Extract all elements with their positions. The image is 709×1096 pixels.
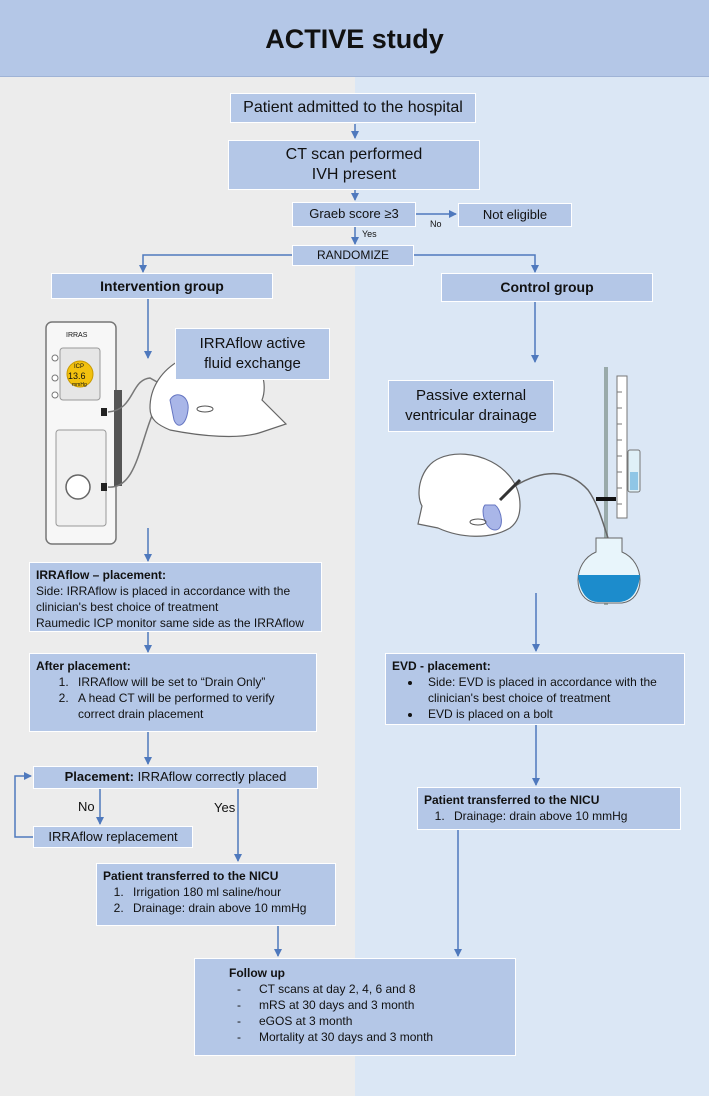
intervention-group-label: Intervention group	[100, 277, 224, 294]
follow-up-item: eGOS at 3 month	[253, 1013, 509, 1029]
after-placement-item: IRRAflow will be set to “Drain Only”	[72, 674, 310, 690]
arrow-randomize-to-intervention	[139, 254, 292, 273]
admitted-box: Patient admitted to the hospital	[230, 93, 476, 123]
evd-placement-item: Side: EVD is placed in accordance with t…	[422, 674, 678, 706]
placement-check-box: Placement: IRRAflow correctly placed	[33, 766, 318, 789]
not-eligible-no-label: No	[430, 219, 442, 229]
graeb-operator: ≥	[384, 206, 392, 222]
replacement-no-label: No	[78, 799, 95, 814]
graeb-value: 3	[391, 206, 399, 222]
nicu-left-item: Irrigation 180 ml saline/hour	[127, 884, 329, 900]
intervention-group-box: Intervention group	[51, 273, 273, 299]
evd-placement-item: EVD is placed on a bolt	[422, 706, 678, 722]
evd-placement-list: Side: EVD is placed in accordance with t…	[392, 674, 678, 722]
placement-check-bold: Placement:	[64, 769, 134, 785]
arrow-replacement-loop	[14, 772, 33, 838]
irraflow-placement-box: IRRAflow – placement: Side: IRRAflow is …	[29, 562, 322, 632]
irraflow-placement-title: IRRAflow – placement:	[36, 568, 167, 582]
placement-check-text: IRRAflow correctly placed	[133, 769, 287, 785]
ct-scan-line2: IVH present	[311, 166, 397, 183]
evd-illustration	[514, 367, 641, 605]
nicu-right-box: Patient transferred to the NICU Drainage…	[417, 787, 681, 830]
nicu-left-box: Patient transferred to the NICU Irrigati…	[96, 863, 336, 926]
follow-up-title: Follow up	[229, 966, 285, 980]
evd-placement-title: EVD - placement:	[392, 659, 491, 673]
irraflow-replacement-box: IRRAflow replacement	[33, 826, 193, 848]
irraflow-placement-side-line1: Side: IRRAflow is placed in accordance w…	[36, 584, 291, 598]
admitted-label: Patient admitted to the hospital	[243, 98, 463, 116]
arrow-randomize-to-control	[414, 254, 539, 273]
evd-placement-box: EVD - placement: Side: EVD is placed in …	[385, 653, 685, 725]
after-placement-title: After placement:	[36, 659, 131, 673]
irraflow-replacement-label: IRRAflow replacement	[48, 828, 178, 844]
nicu-left-list: Irrigation 180 ml saline/hour Drainage: …	[103, 884, 329, 916]
randomize-yes-label: Yes	[362, 229, 377, 239]
irraflow-device-illustration	[45, 321, 176, 545]
ct-scan-box: CT scan performed IVH present	[228, 140, 480, 190]
nicu-right-title: Patient transferred to the NICU	[424, 793, 600, 807]
nicu-right-item: Drainage: drain above 10 mmHg	[448, 808, 674, 824]
control-group-label: Control group	[500, 279, 594, 296]
nicu-left-item: Drainage: drain above 10 mmHg	[127, 900, 329, 916]
irraflow-exchange-box: IRRAflow active fluid exchange	[175, 328, 330, 380]
passive-drainage-line2: ventricular drainage	[405, 407, 537, 424]
nicu-right-list: Drainage: drain above 10 mmHg	[424, 808, 674, 824]
irraflow-placement-monitor: Raumedic ICP monitor same side as the IR…	[36, 616, 304, 630]
page-title: ACTIVE study	[265, 24, 444, 54]
flow-arrows	[14, 124, 540, 957]
head-illustration-right	[417, 453, 522, 537]
follow-up-list: CT scans at day 2, 4, 6 and 8 mRS at 30 …	[229, 981, 509, 1045]
control-group-box: Control group	[441, 273, 653, 302]
device-screen-unit: mmHg	[72, 382, 87, 388]
device-screen-label: ICP	[74, 364, 85, 370]
randomize-label: RANDOMIZE	[317, 247, 389, 262]
not-eligible-label: Not eligible	[482, 206, 548, 222]
nicu-left-title: Patient transferred to the NICU	[103, 869, 279, 883]
nicu-yes-label: Yes	[214, 800, 236, 815]
header-banner: ACTIVE study	[0, 0, 709, 77]
device-screen-value: 13.6	[68, 371, 86, 381]
irraflow-placement-side-line2: clinician's best choice of treatment	[36, 600, 219, 614]
passive-drainage-line1: Passive external	[415, 387, 527, 404]
device-brand: IRRAS	[66, 332, 88, 339]
follow-up-item: mRS at 30 days and 3 month	[253, 997, 509, 1013]
randomize-box: RANDOMIZE	[292, 245, 414, 266]
not-eligible-box: Not eligible	[458, 203, 572, 227]
follow-up-item: Mortality at 30 days and 3 month	[253, 1029, 509, 1045]
follow-up-box: Follow up CT scans at day 2, 4, 6 and 8 …	[194, 958, 516, 1056]
after-placement-box: After placement: IRRAflow will be set to…	[29, 653, 317, 732]
after-placement-item: A head CT will be performed to verify co…	[72, 690, 310, 722]
after-placement-list: IRRAflow will be set to “Drain Only” A h…	[36, 674, 310, 722]
irraflow-exchange-line1: IRRAflow active	[199, 335, 306, 352]
passive-drainage-box: Passive external ventricular drainage	[388, 380, 554, 432]
irraflow-exchange-line2: fluid exchange	[204, 355, 301, 372]
graeb-score-box: Graeb score ≥3	[292, 202, 416, 227]
follow-up-item: CT scans at day 2, 4, 6 and 8	[253, 981, 509, 997]
ct-scan-line1: CT scan performed	[285, 146, 423, 163]
graeb-label: Graeb score	[309, 206, 381, 222]
